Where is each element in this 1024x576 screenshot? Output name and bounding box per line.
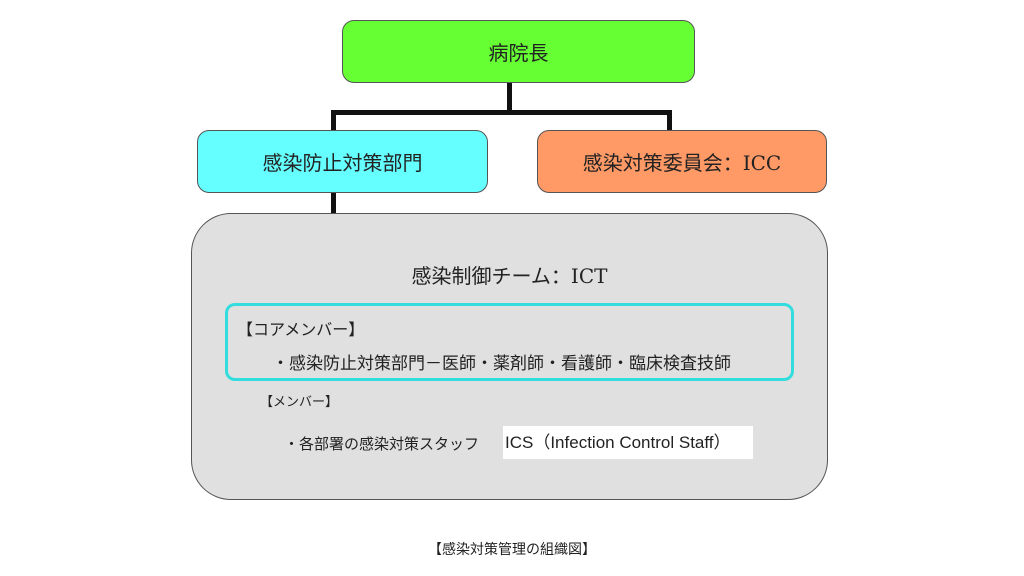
diagram-caption: 【感染対策管理の組織図】 — [428, 542, 596, 558]
core-heading: 【コアメンバー】 — [237, 320, 365, 339]
team-title: 感染制御チーム：ICT — [411, 264, 608, 288]
core-members-box — [225, 303, 794, 381]
prevention-dept-node: 感染防止対策部門 — [197, 130, 488, 193]
director-node: 病院長 — [342, 20, 695, 83]
members-prefix: ・各部署の感染対策スタッフ — [284, 435, 480, 453]
connector-to-dept — [331, 110, 336, 132]
members-ics: ICS（Infection Control Staff） — [503, 426, 753, 459]
committee-node: 感染対策委員会：ICC — [537, 130, 827, 193]
connector-horizontal — [331, 110, 672, 115]
connector-director-down — [507, 83, 512, 113]
member-heading: 【メンバー】 — [260, 395, 339, 410]
prevention-dept-label: 感染防止対策部門 — [262, 151, 423, 175]
core-members: ・感染防止対策部門－医師・薬剤師・看護師・臨床検査技師 — [272, 354, 731, 374]
connector-to-committee — [667, 110, 672, 132]
committee-label: 感染対策委員会：ICC — [582, 151, 782, 175]
team-node: 感染制御チーム：ICT 【コアメンバー】 ・感染防止対策部門－医師・薬剤師・看護… — [191, 213, 828, 500]
director-label: 病院長 — [488, 41, 549, 65]
connector-dept-to-team — [331, 192, 336, 216]
